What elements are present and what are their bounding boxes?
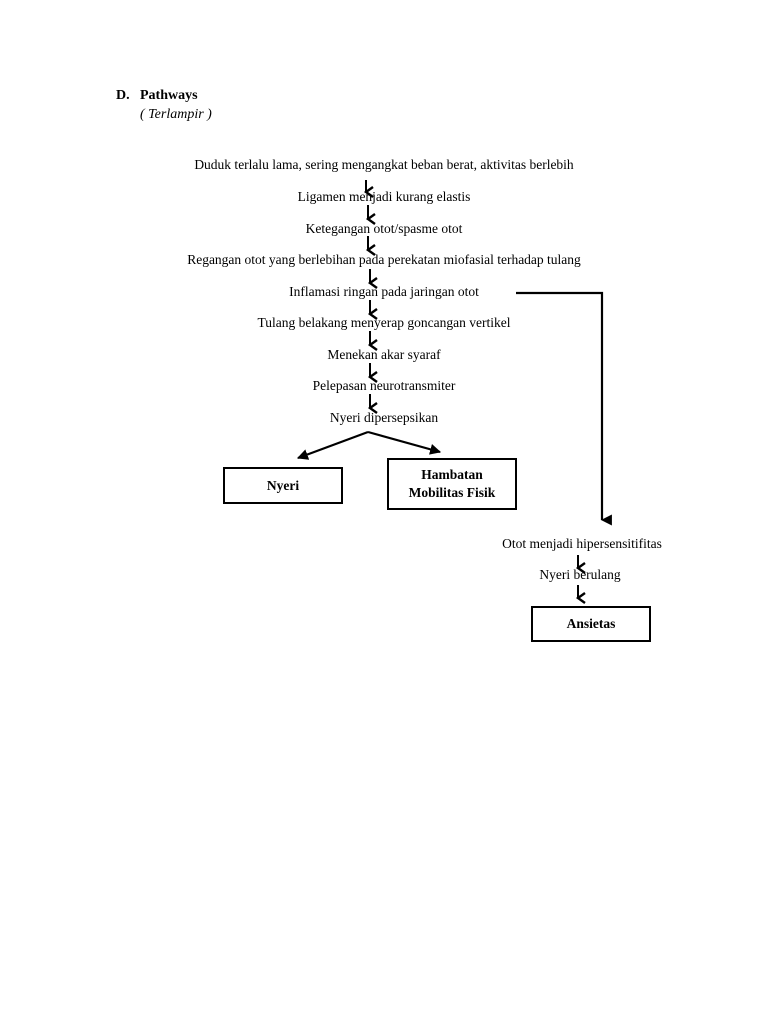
flow-step-2: Ligamen menjadi kurang elastis (297, 189, 471, 204)
box-hambatan-mobilitas-fisik: Hambatan Mobilitas Fisik (387, 458, 517, 510)
section-heading: D. Pathways (116, 88, 198, 104)
branch-step-1: Otot menjadi hipersensitifitas (502, 536, 662, 551)
flow-step-7: Menekan akar syaraf (327, 347, 441, 362)
flow-step-4: Regangan otot yang berlebihan pada perek… (187, 252, 581, 267)
box-hambatan-line1: Hambatan (421, 467, 483, 482)
box-ansietas: Ansietas (531, 606, 651, 642)
section-letter: D. (116, 88, 130, 103)
box-nyeri-label: Nyeri (266, 477, 300, 493)
flow-step-6: Tulang belakang menyerap goncangan verti… (257, 315, 511, 330)
box-nyeri: Nyeri (223, 467, 343, 504)
flow-step-5: Inflamasi ringan pada jaringan otot (289, 284, 479, 299)
branch-step-2: Nyeri berulang (539, 567, 621, 582)
arrow-to-nyeri (296, 430, 369, 460)
box-hambatan-line2: Mobilitas Fisik (408, 485, 496, 500)
section-subtitle: ( Terlampir ) (140, 107, 212, 122)
flow-step-1: Duduk terlalu lama, sering mengangkat be… (194, 157, 574, 172)
section-title: Pathways (140, 88, 198, 103)
flow-step-9: Nyeri dipersepsikan (329, 410, 439, 425)
flow-step-3: Ketegangan otot/spasme otot (305, 221, 463, 236)
flow-step-8: Pelepasan neurotransmiter (312, 378, 456, 393)
branch-connector (516, 291, 612, 526)
box-ansietas-label: Ansietas (566, 616, 616, 631)
arrow-to-hambatan (367, 430, 442, 455)
